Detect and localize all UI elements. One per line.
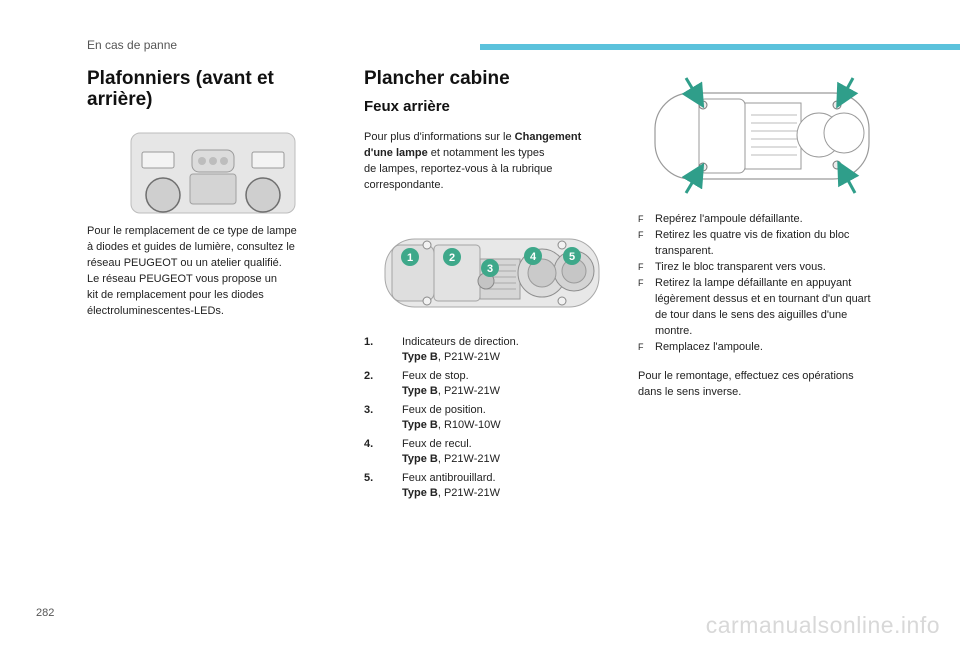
intro-line: correspondante.: [364, 179, 444, 191]
callout-label: 2: [449, 252, 455, 264]
lamp-type: Type B, P21W-21W: [402, 486, 604, 501]
lamp-bulb: , P21W-21W: [437, 487, 501, 499]
callout-2: 2: [443, 248, 461, 266]
step-line: transparent.: [655, 245, 714, 257]
step-item: F Remplacez l'ampoule.: [638, 339, 908, 355]
lamp-type-label: Type B: [402, 453, 438, 465]
lamp-item: 3. Feux de position. Type B, R10W-10W: [364, 403, 604, 433]
step-item: F Tirez le bloc transparent vers vous.: [638, 259, 908, 275]
lamp-bulb: , P21W-21W: [437, 385, 501, 397]
lamp-name: Feux antibrouillard.: [402, 472, 496, 484]
ceiling-paragraph-line: à diodes et guides de lumière, consultez…: [87, 241, 295, 253]
lamp-name: Feux de recul.: [402, 438, 472, 450]
step-line: Remplacez l'ampoule.: [655, 341, 763, 353]
cab-floor-title: Plancher cabine: [364, 68, 510, 89]
light-block-screws-illustration: [654, 77, 870, 194]
step-item: F Repérez l'ampoule défaillante.: [638, 211, 908, 227]
callout-label: 3: [487, 263, 493, 275]
arrow-bottom-right: [837, 160, 860, 194]
step-line: Tirez le bloc transparent vers vous.: [655, 261, 826, 273]
step-bullet-icon: F: [638, 278, 644, 288]
ceiling-lights-title: Plafonniers (avant et arrière): [87, 68, 327, 110]
header-accent-bar: [480, 44, 960, 50]
step-line: montre.: [655, 325, 693, 337]
lamp-type-label: Type B: [402, 419, 438, 431]
ceiling-paragraph-line: Le réseau PEUGEOT vous propose un: [87, 273, 277, 285]
lamp-item: 2. Feux de stop. Type B, P21W-21W: [364, 369, 604, 399]
lamp-type-label: Type B: [402, 351, 438, 363]
ceiling-paragraph-line: Pour le remplacement de ce type de lampe: [87, 225, 297, 237]
lamp-type-label: Type B: [402, 487, 438, 499]
lamp-item: 5. Feux antibrouillard. Type B, P21W-21W: [364, 471, 604, 501]
lamp-number: 4.: [364, 438, 374, 450]
step-line: Repérez l'ampoule défaillante.: [655, 213, 803, 225]
rear-light-cluster-illustration: 1 2 3 4 5: [384, 238, 600, 308]
lamp-number: 1.: [364, 336, 374, 348]
page-number: 282: [36, 607, 55, 619]
lamp-item: 1. Indicateurs de direction. Type B, P21…: [364, 335, 604, 365]
reassembly-note: Pour le remontage, effectuez ces opérati…: [638, 368, 908, 400]
step-bullet-icon: F: [638, 262, 644, 272]
arrow-top-left: [681, 77, 705, 109]
reassembly-line: dans le sens inverse.: [638, 386, 742, 398]
intro-line2-rest: et notamment les types: [427, 147, 545, 159]
callout-label: 4: [530, 251, 537, 263]
step-line: de tour dans le sens des aiguilles d'une: [655, 309, 848, 321]
step-bullet-icon: F: [638, 214, 644, 224]
callout-5: 5: [563, 247, 581, 265]
lamp-type-label: Type B: [402, 385, 438, 397]
replacement-steps: F Repérez l'ampoule défaillante. F Retir…: [638, 211, 908, 355]
ceiling-lights-title-line2: arrière): [87, 89, 153, 110]
lamp-type: Type B, P21W-21W: [402, 384, 604, 399]
lamp-list: 1. Indicateurs de direction. Type B, P21…: [364, 335, 604, 505]
lamp-number: 5.: [364, 472, 374, 484]
lamp-name: Indicateurs de direction.: [402, 336, 519, 348]
arrow-bottom-left: [681, 162, 705, 194]
lamp-bulb: , P21W-21W: [437, 453, 501, 465]
lamp-item: 4. Feux de recul. Type B, P21W-21W: [364, 437, 604, 467]
arrow-top-right: [836, 77, 859, 109]
step-bullet-icon: F: [638, 342, 644, 352]
callout-1: 1: [401, 248, 419, 266]
intro-prefix: Pour plus d'informations sur le: [364, 131, 515, 143]
lamp-name: Feux de stop.: [402, 370, 469, 382]
lamp-name: Feux de position.: [402, 404, 486, 416]
callout-label: 1: [407, 252, 413, 264]
intro-bold-1: Changement: [514, 131, 582, 143]
intro-bold-2: d'une lampe: [364, 147, 428, 159]
ceiling-lights-title-line1: Plafonniers (avant et: [87, 68, 274, 89]
lamp-type: Type B, P21W-21W: [402, 350, 604, 365]
lamp-bulb: , R10W-10W: [437, 419, 501, 431]
step-bullet-icon: F: [638, 230, 644, 240]
rear-lights-intro: Pour plus d'informations sur le Changeme…: [364, 129, 614, 193]
callout-label: 5: [569, 251, 575, 263]
step-item: F Retirez la lampe défaillante en appuya…: [638, 275, 908, 339]
intro-line: de lampes, reportez-vous à la rubrique: [364, 163, 553, 175]
ceiling-lights-paragraph: Pour le remplacement de ce type de lampe…: [87, 223, 337, 319]
intro-line: d'une lampe et notamment les types: [364, 145, 614, 161]
lamp-type: Type B, P21W-21W: [402, 452, 604, 467]
reassembly-line: Pour le remontage, effectuez ces opérati…: [638, 370, 854, 382]
lamp-type: Type B, R10W-10W: [402, 418, 604, 433]
ceiling-paragraph-line: kit de remplacement pour les diodes: [87, 289, 264, 301]
ceiling-light-illustration: [130, 132, 296, 214]
step-item: F Retirez les quatre vis de fixation du …: [638, 227, 908, 259]
lamp-bulb: , P21W-21W: [437, 351, 501, 363]
step-line: Retirez les quatre vis de fixation du bl…: [655, 229, 850, 241]
step-line: Retirez la lampe défaillante en appuyant: [655, 277, 852, 289]
step-line: légèrement dessus et en tournant d'un qu…: [655, 293, 871, 305]
callout-4: 4: [524, 247, 542, 265]
callout-3: 3: [481, 259, 499, 277]
ceiling-paragraph-line: réseau PEUGEOT ou un atelier qualifié.: [87, 257, 282, 269]
ceiling-paragraph-line: électroluminescentes-LEDs.: [87, 305, 224, 317]
section-label: En cas de panne: [87, 38, 178, 52]
lamp-number: 2.: [364, 370, 374, 382]
intro-line: Pour plus d'informations sur le Changeme…: [364, 129, 614, 145]
lamp-number: 3.: [364, 404, 374, 416]
rear-lights-subtitle: Feux arrière: [364, 98, 450, 115]
watermark: carmanualsonline.info: [705, 612, 940, 638]
